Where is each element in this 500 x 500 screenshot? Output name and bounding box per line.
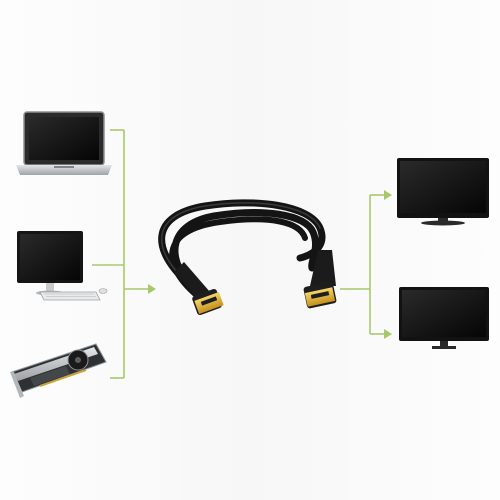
tv-icon: [397, 158, 489, 226]
desktop-computer-icon: [17, 231, 108, 301]
arrow-to-cable-icon: [148, 284, 156, 294]
source-connector-lines: [92, 129, 156, 379]
graphics-card-icon: [10, 343, 107, 398]
displayport-cable-icon: [158, 199, 337, 315]
monitor-icon: [399, 287, 489, 349]
arrow-to-monitor-icon: [384, 329, 392, 339]
output-connector-lines: [340, 190, 392, 339]
left-plug-icon: [174, 262, 224, 315]
laptop-icon: [16, 111, 112, 175]
right-plug-icon: [303, 250, 337, 309]
arrow-to-tv-icon: [384, 190, 392, 200]
